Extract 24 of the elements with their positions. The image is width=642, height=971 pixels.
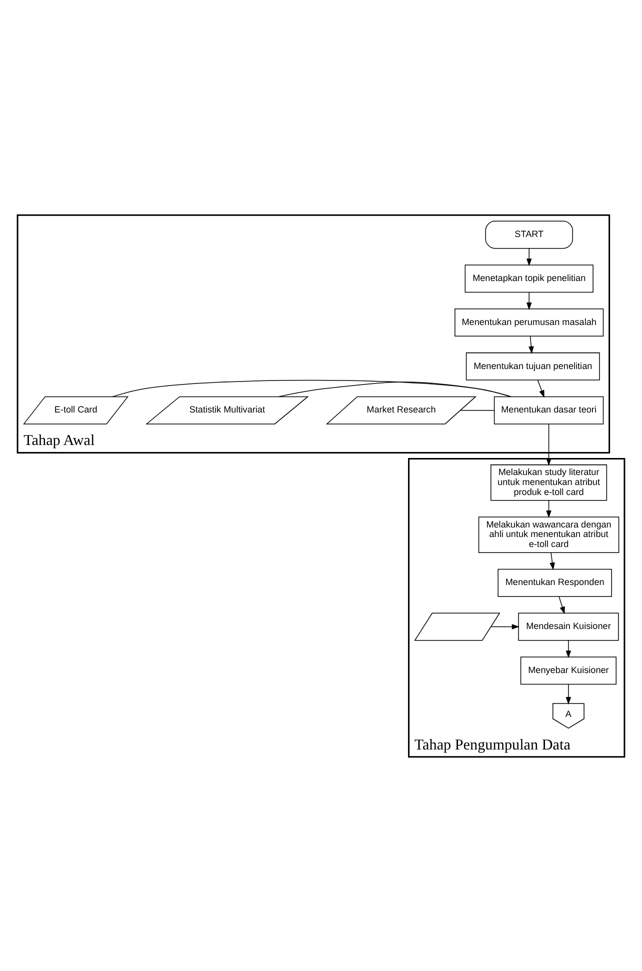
node-box: Mendesain Kuisioner — [518, 612, 619, 640]
arrow — [490, 624, 520, 629]
node-box: Menentukan dasar teori — [494, 396, 604, 424]
node-box: START — [485, 220, 573, 248]
arrow — [526, 248, 532, 266]
arrow — [537, 379, 544, 398]
node-box: Melakukan wawancara dengan ahli untuk menentukan atribut e-toll card — [478, 516, 620, 552]
node-box: Menentukan tujuan penelitian — [466, 352, 600, 380]
arrow — [558, 596, 565, 614]
node-box: Melakukan study literatur untuk menentukan atribut produk e-toll card — [490, 464, 608, 500]
node-box: Menentukan Responden — [498, 568, 612, 596]
arrow — [566, 683, 572, 704]
arrow — [526, 291, 532, 310]
node-box: Menyebar Kuisioner — [520, 656, 617, 684]
arrow — [546, 423, 552, 466]
node-parallelogram — [414, 612, 500, 640]
node-box: Menentukan perumusan masalah — [454, 308, 604, 336]
arrow — [528, 335, 534, 354]
connector — [112, 379, 512, 397]
arrow — [566, 640, 572, 658]
arrow — [550, 552, 555, 570]
node-box: Menetapkan topik penelitian — [464, 264, 594, 292]
connector — [460, 409, 494, 410]
arrow — [546, 500, 552, 518]
